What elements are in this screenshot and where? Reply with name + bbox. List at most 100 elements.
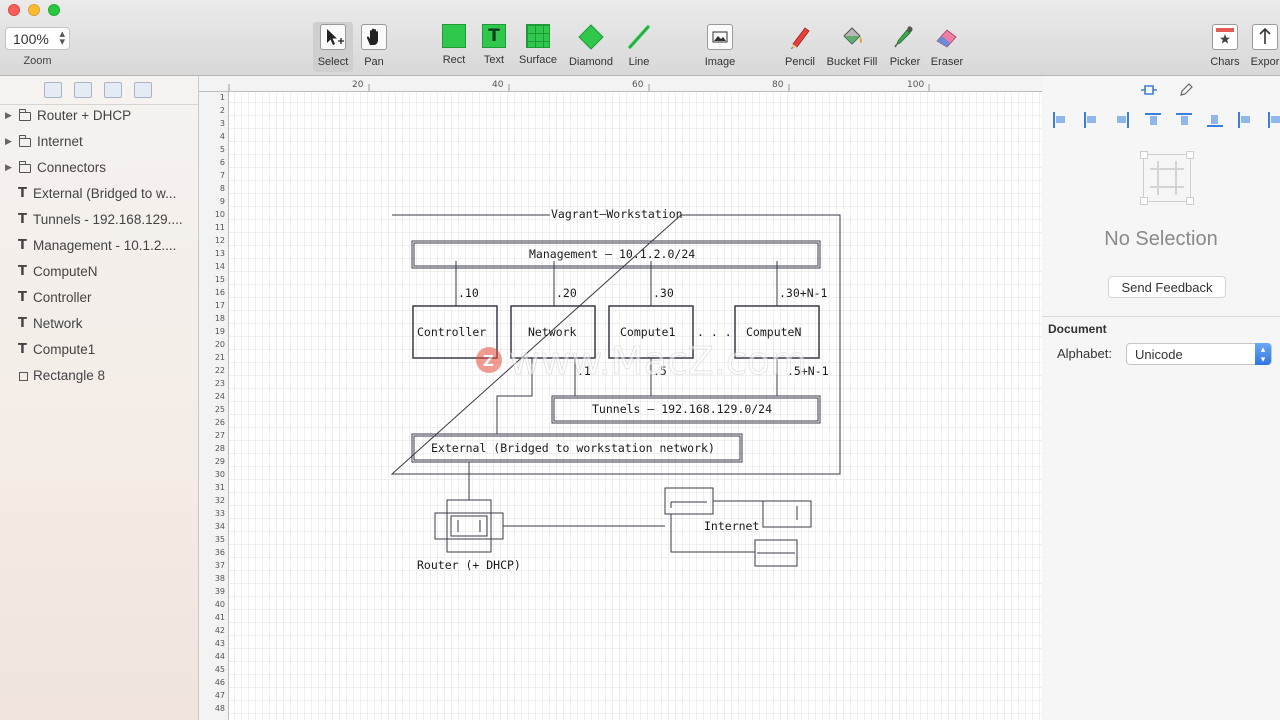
tun-ip-compute1: .5 <box>653 364 667 378</box>
disclosure-arrow-icon[interactable]: ▶ <box>5 136 12 146</box>
edit-pencil-icon[interactable] <box>1178 82 1194 98</box>
workstation-frame <box>390 214 841 475</box>
tool-export[interactable]: Expor <box>1250 22 1280 72</box>
tool-pencil-label: Pencil <box>785 56 815 68</box>
internet-block-detail <box>670 501 707 508</box>
ruler-left-label: 33 <box>215 509 225 518</box>
text-icon: T <box>482 24 506 48</box>
text-layer-icon: T <box>18 290 27 305</box>
ruler-left-label: 48 <box>215 704 225 713</box>
ruler-left-label: 26 <box>215 418 225 427</box>
ruler-left-label: 41 <box>215 613 225 622</box>
ruler-top-label: 100 <box>907 80 924 90</box>
send-feedback-button[interactable]: Send Feedback <box>1108 276 1226 298</box>
picker-icon <box>892 24 918 50</box>
distribute-vertical-icon[interactable] <box>1268 112 1280 128</box>
layer-item[interactable]: T ComputeN <box>0 260 198 286</box>
ungroup-layers-icon[interactable] <box>74 82 92 98</box>
connect-icon[interactable] <box>1140 83 1158 97</box>
tool-surface[interactable]: Surface <box>515 22 561 72</box>
zoom-field[interactable]: 100% ▴▾ <box>5 27 70 50</box>
ruler-left-label: 31 <box>215 483 225 492</box>
tool-text[interactable]: T Text <box>477 22 511 72</box>
ruler-left-label: 8 <box>220 184 225 193</box>
disclosure-arrow-icon[interactable]: ▶ <box>5 162 12 172</box>
external-bus-inner <box>413 435 741 461</box>
layer-item[interactable]: Rectangle 8 <box>0 364 198 390</box>
internet-label: Internet <box>704 519 759 533</box>
top-ruler <box>199 76 1043 92</box>
layer-item[interactable]: T Tunnels - 192.168.129.... <box>0 208 198 234</box>
align-top-icon[interactable] <box>1145 113 1161 127</box>
connector <box>670 514 755 553</box>
tool-diamond[interactable]: Diamond <box>565 22 617 72</box>
tool-rect[interactable]: Rect <box>436 22 472 72</box>
distribute-horizontal-icon[interactable] <box>1238 112 1252 128</box>
ruler-left-label: 14 <box>215 262 225 271</box>
watermark-text: www.MacZ.com <box>509 339 807 383</box>
layer-item[interactable]: T Network <box>0 312 198 338</box>
tool-pencil[interactable]: Pencil <box>781 22 819 72</box>
watermark: Z www.MacZ.com <box>476 339 807 383</box>
alignment-toolbar <box>1042 112 1280 132</box>
layer-item[interactable]: T Compute1 <box>0 338 198 364</box>
ruler-left-label: 27 <box>215 431 225 440</box>
canvas-svg: 20 40 60 80 100 123456789101112131415161… <box>199 76 1043 720</box>
layer-label: Rectangle 8 <box>33 368 106 383</box>
ruler-left-label: 28 <box>215 444 225 453</box>
ruler-left-label: 45 <box>215 665 225 674</box>
zoom-window-button[interactable] <box>48 4 60 16</box>
layer-item[interactable]: T Controller <box>0 286 198 312</box>
ruler-top-label: 80 <box>772 80 784 90</box>
tool-eraser-label: Eraser <box>930 56 964 68</box>
tool-bucket-fill[interactable]: Bucket Fill <box>823 22 881 72</box>
tool-picker[interactable]: Picker <box>886 22 924 72</box>
ruler-left-label: 42 <box>215 626 225 635</box>
ruler-left-label: 7 <box>220 171 225 180</box>
align-left-icon[interactable] <box>1053 112 1067 128</box>
layer-item[interactable]: ▶ Connectors <box>0 156 198 182</box>
alphabet-select[interactable]: Unicode ▴▾ <box>1126 343 1272 365</box>
align-center-icon[interactable] <box>1084 112 1098 128</box>
close-window-button[interactable] <box>8 4 20 16</box>
layer-item[interactable]: T External (Bridged to w... <box>0 182 198 208</box>
alphabet-value: Unicode <box>1135 347 1183 362</box>
layer-item[interactable]: T Management - 10.1.2.... <box>0 234 198 260</box>
ruler-top-label: 60 <box>632 80 644 90</box>
tool-pan[interactable]: Pan <box>355 22 393 72</box>
ruler-left-label: 38 <box>215 574 225 583</box>
layers-toolbar <box>0 76 198 105</box>
watermark-logo-letter: Z <box>483 352 494 370</box>
tunnels-bus-inner <box>553 397 819 422</box>
group-layers-icon[interactable] <box>44 82 62 98</box>
layer-item[interactable]: ▶ Router + DHCP <box>0 104 198 130</box>
send-backward-icon[interactable] <box>134 82 152 98</box>
inspector-tabs <box>1042 76 1280 104</box>
minimize-window-button[interactable] <box>28 4 40 16</box>
zoom-stepper-icon[interactable]: ▴▾ <box>59 28 65 48</box>
layer-item[interactable]: ▶ Internet <box>0 130 198 156</box>
tool-image[interactable]: Image <box>700 22 740 72</box>
tool-select[interactable]: Select <box>313 22 353 72</box>
management-label: Management — 10.1.2.0/24 <box>529 247 695 261</box>
align-bottom-icon[interactable] <box>1207 113 1223 127</box>
network-box <box>510 305 596 359</box>
zoom-label: Zoom <box>23 55 52 67</box>
layer-label: Router + DHCP <box>37 108 132 123</box>
tool-image-label: Image <box>704 56 736 68</box>
tool-eraser[interactable]: Eraser <box>928 22 966 72</box>
tool-pan-label: Pan <box>364 56 384 68</box>
tool-surface-label: Surface <box>519 54 557 66</box>
bucket-fill-icon <box>839 24 865 50</box>
align-right-icon[interactable] <box>1115 112 1129 128</box>
layer-label: ComputeN <box>33 264 98 279</box>
text-layer-icon: T <box>18 342 27 357</box>
tool-line[interactable]: Line <box>622 22 656 72</box>
disclosure-arrow-icon[interactable]: ▶ <box>5 110 12 120</box>
tool-chars[interactable]: Chars <box>1206 22 1244 72</box>
align-middle-icon[interactable] <box>1176 113 1192 127</box>
ip-controller: .10 <box>458 286 479 300</box>
bring-forward-icon[interactable] <box>104 82 122 98</box>
ruler-left-label: 6 <box>220 158 225 167</box>
